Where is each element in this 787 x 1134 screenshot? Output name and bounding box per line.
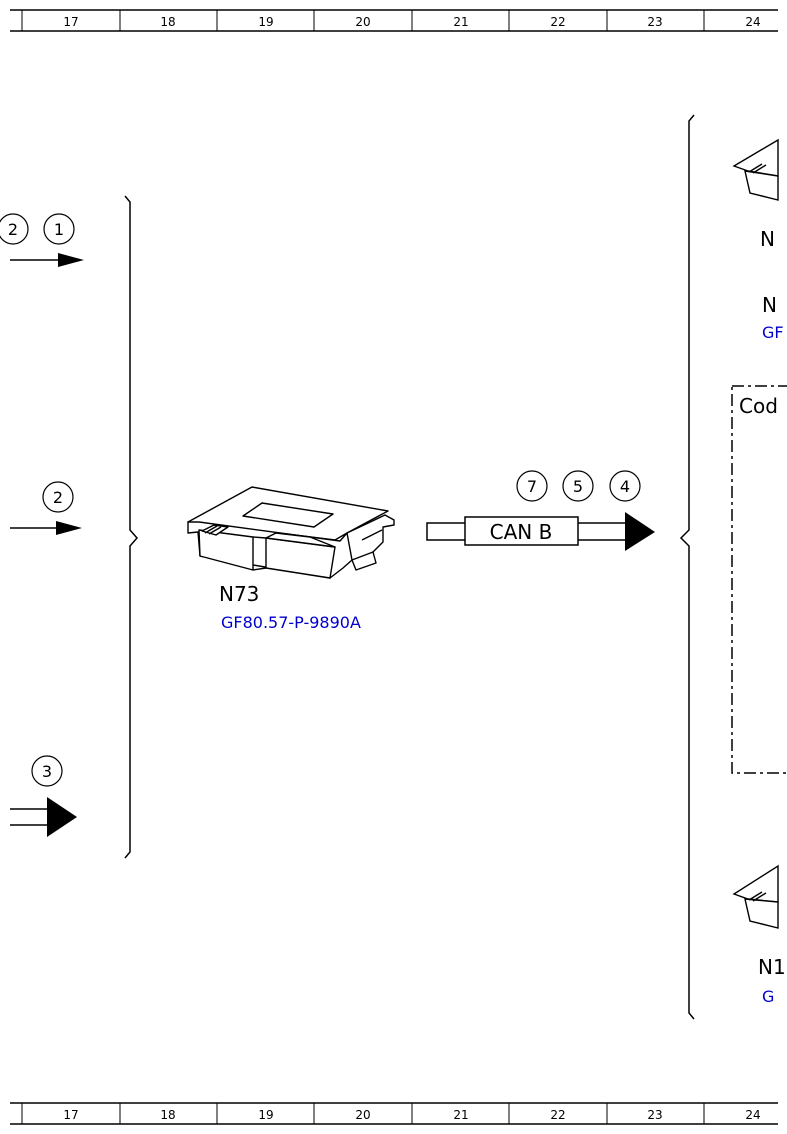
ruler-col-24: 24 [745,15,760,29]
ruler-col-23: 23 [647,15,662,29]
marker-bottom: 3 [42,762,52,781]
bottom-ruler: 17 18 19 20 21 22 23 24 [10,1102,778,1125]
right-ref-2-link[interactable]: GF [762,323,784,342]
right-ref-3-link[interactable]: G [762,987,774,1006]
ruler-col-21: 21 [453,15,468,29]
ruler-bottom-col-22: 22 [550,1108,565,1122]
right-module-top[interactable] [732,138,779,201]
right-module-bottom[interactable] [732,864,779,929]
bus-marker-4: 4 [620,477,630,496]
bus-marker-5: 5 [573,477,583,496]
ruler-bottom-col-18: 18 [160,1108,175,1122]
left-signal-top: 2 1 [0,213,84,267]
ruler-col-22: 22 [550,15,565,29]
coding-box-label: Cod [739,394,778,418]
component-label: N73 [219,582,259,606]
double-arrow-head-icon [47,797,77,837]
bus-marker-7: 7 [527,477,537,496]
bus-arrow-head-icon [625,512,655,551]
ruler-bottom-col-17: 17 [63,1108,78,1122]
arrow-head-icon [58,253,84,267]
ruler-bottom-col-24: 24 [745,1108,760,1122]
arrow-head-icon [56,521,82,535]
component-ref-link[interactable]: GF80.57-P-9890A [221,613,361,632]
right-brace [679,114,695,1020]
marker-top-b: 1 [54,220,64,239]
ruler-bottom-col-19: 19 [258,1108,273,1122]
can-bus-label: CAN B [490,520,553,544]
right-label-3: N1 [758,955,786,979]
ruler-bottom-col-21: 21 [453,1108,468,1122]
ruler-bottom-col-20: 20 [355,1108,370,1122]
right-label-1: N [760,227,775,251]
marker-middle: 2 [53,488,63,507]
left-signal-bottom: 3 [10,755,77,837]
ruler-col-19: 19 [258,15,273,29]
control-unit-n73[interactable] [187,486,395,579]
right-label-2: N [762,293,777,317]
ruler-col-18: 18 [160,15,175,29]
ruler-col-17: 17 [63,15,78,29]
top-ruler: 17 18 19 20 21 22 23 24 [10,9,778,32]
left-brace [124,195,138,859]
can-bus-arrow: 7 5 4 CAN B [426,470,655,551]
coding-box [731,385,787,774]
marker-top-a: 2 [8,220,18,239]
ruler-bottom-col-23: 23 [647,1108,662,1122]
left-signal-middle: 2 [10,481,82,535]
ruler-col-20: 20 [355,15,370,29]
